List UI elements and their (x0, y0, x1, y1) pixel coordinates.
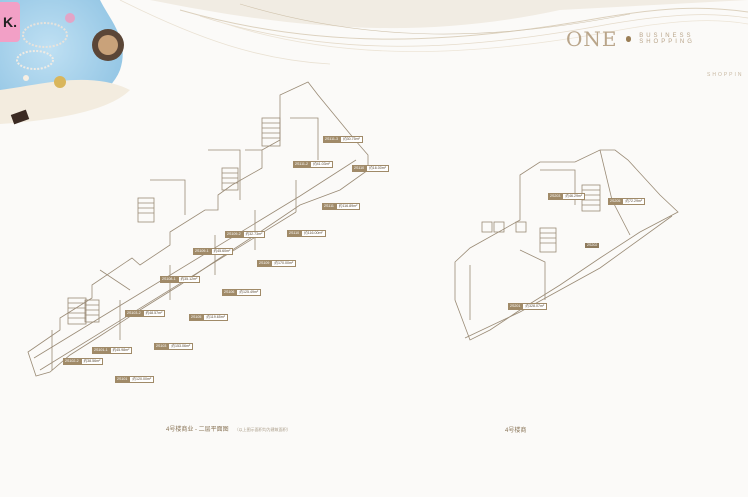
plan-caption-right: 4号楼商 (505, 425, 526, 434)
brand-logo: ONE BUSINESS SHOPPING (566, 27, 748, 51)
brand-badge: K. (0, 2, 20, 42)
unit-tag: 2S202 (585, 243, 600, 248)
floor-plan-left (27, 81, 369, 377)
logo-tagline: BUSINESS SHOPPING (639, 33, 695, 45)
logo-subtext: SHOPPIN (707, 72, 744, 78)
logo-mark: ONE (566, 27, 618, 51)
collage-image (0, 0, 130, 125)
plan-note-left: （以上图示面积均为建筑面积） (234, 427, 291, 432)
floor-plan-right (454, 149, 679, 341)
plan-caption-left: 4号楼商业 - 二层平面图 （以上图示面积均为建筑面积） (166, 424, 291, 433)
silk-waves (119, 0, 748, 65)
plan-title-left: 4号楼商业 - 二层平面图 (166, 427, 229, 433)
plan-title-right: 4号楼商 (505, 428, 527, 434)
logo-dot (625, 36, 632, 42)
